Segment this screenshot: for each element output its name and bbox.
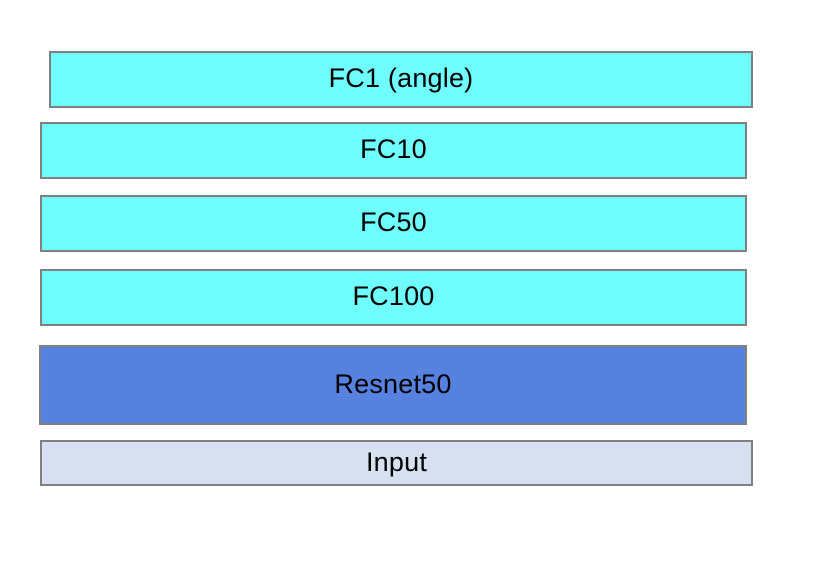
layer-label: Resnet50	[334, 368, 452, 399]
layer-box: Input	[40, 440, 753, 486]
layer-box: Resnet50	[39, 345, 747, 425]
layer-label: FC50	[360, 207, 427, 237]
layer-label: FC100	[352, 281, 435, 311]
layer-label: FC10	[360, 134, 427, 164]
layer-label: Input	[365, 446, 428, 477]
layer-box: FC50	[40, 195, 747, 252]
layer-label: FC1 (angle)	[328, 63, 474, 93]
layer-box: FC100	[40, 269, 747, 326]
layer-box: FC1 (angle)	[49, 51, 753, 108]
layer-box: FC10	[40, 122, 747, 179]
